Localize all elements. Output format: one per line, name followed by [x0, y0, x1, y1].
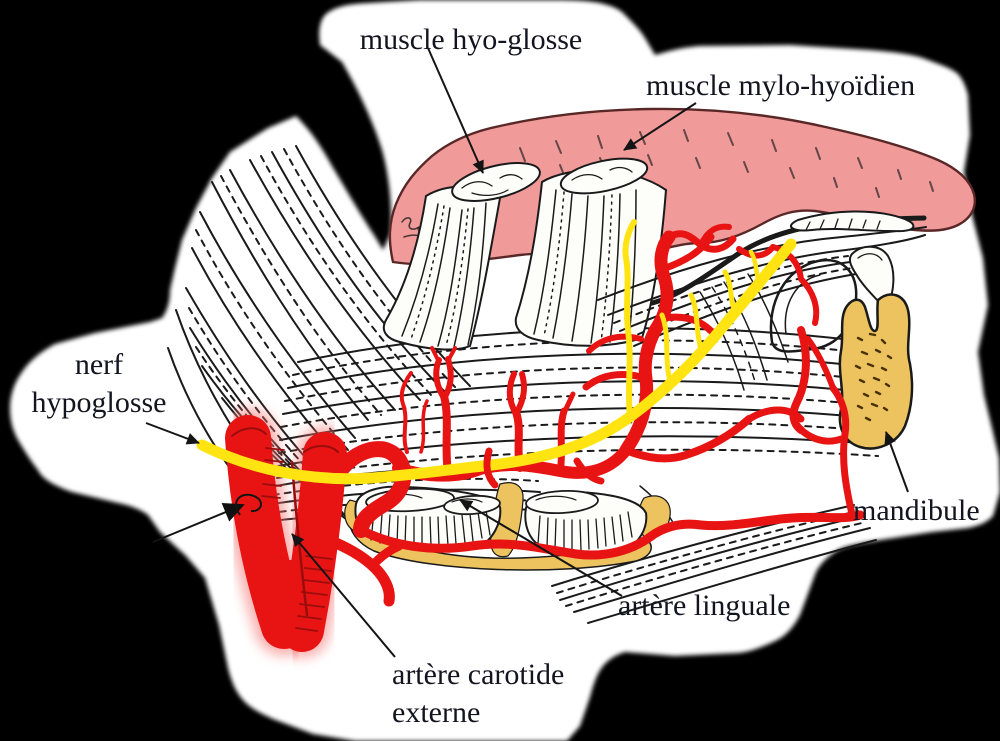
- label-carotide-line1: artère carotide: [392, 658, 565, 691]
- leader-linguale: [459, 499, 623, 597]
- leader-mylohyoidien: [623, 102, 697, 151]
- leader-mandibule: [884, 431, 909, 493]
- leader-nerf: [145, 422, 200, 445]
- artery-twigs-over-nerve: [483, 447, 605, 489]
- label-nerf-line2: hypoglosse: [31, 386, 167, 419]
- label-mandibule: mandibule: [853, 494, 980, 527]
- leader-lines: [145, 47, 909, 658]
- label-nerf-line1: nerf: [74, 348, 124, 381]
- emphasis-arrow: [152, 502, 245, 543]
- label-nerf-hypoglosse: nerf hypoglosse: [16, 346, 182, 422]
- leader-carotide: [291, 533, 396, 658]
- label-artere-linguale: artère linguale: [618, 589, 791, 622]
- leader-hyoglosse: [427, 47, 484, 174]
- label-muscle-hyo-glosse: muscle hyo-glosse: [359, 23, 583, 56]
- hypoglossal-nerve: [196, 219, 797, 485]
- label-muscle-mylo-hyoidien: muscle mylo-hyoïdien: [646, 69, 916, 102]
- lingual-artery-network: [334, 223, 865, 560]
- emphasis-hook: [235, 493, 262, 516]
- label-carotide-line2: externe: [392, 696, 481, 729]
- label-artere-carotide-externe: artère carotide externe: [392, 656, 612, 732]
